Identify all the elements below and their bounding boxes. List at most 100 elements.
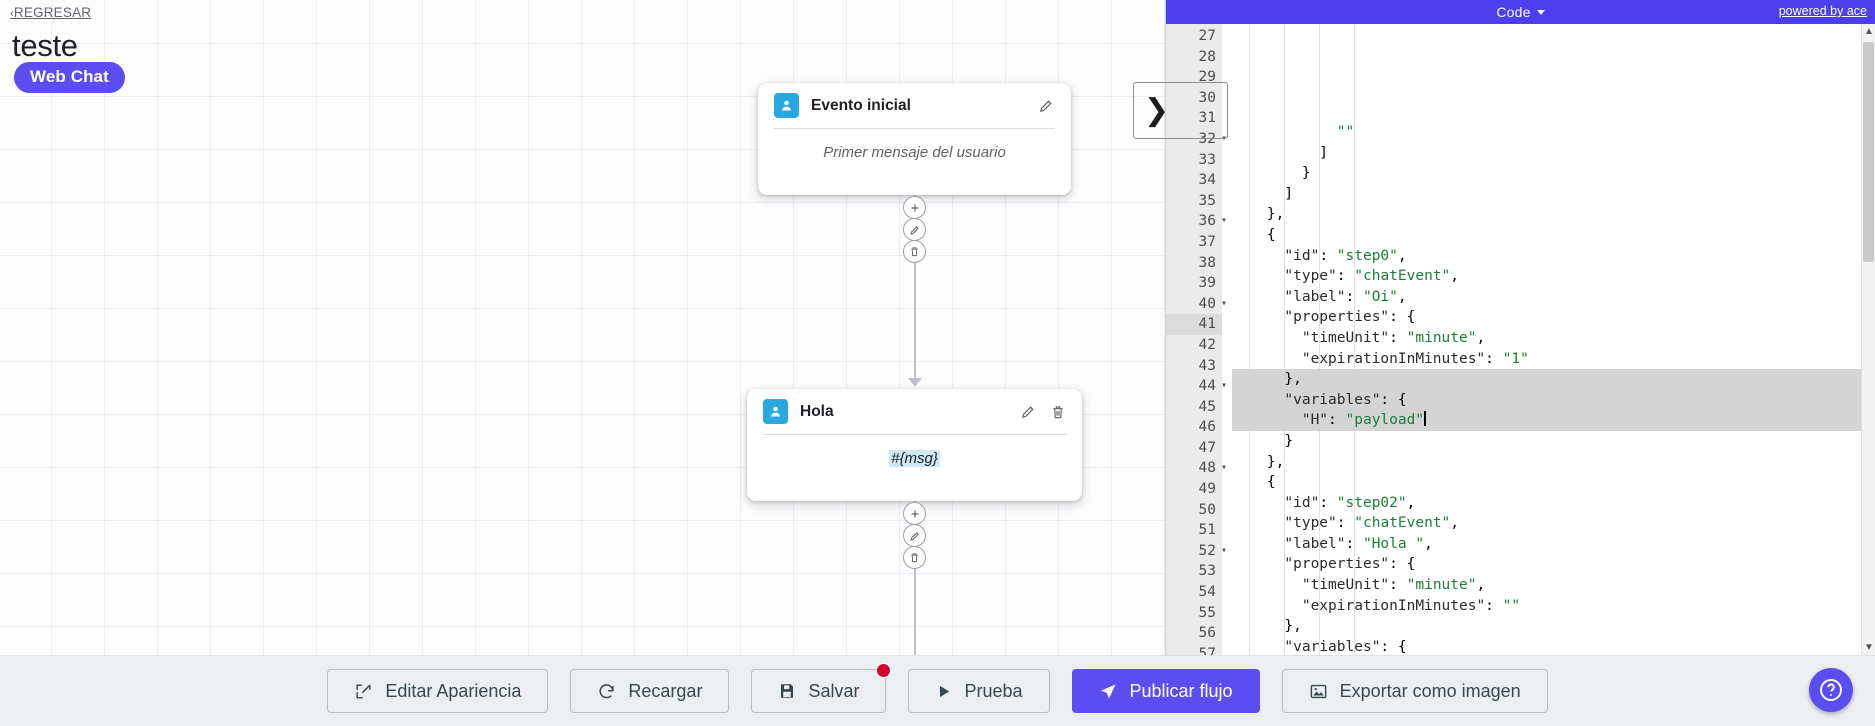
- line-number: 46: [1198, 419, 1216, 436]
- line-number: 38: [1198, 254, 1216, 271]
- node-hub-1: [903, 196, 926, 263]
- add-node-icon[interactable]: [903, 196, 926, 219]
- line-number: 29: [1198, 69, 1216, 86]
- trash-icon[interactable]: [1050, 404, 1066, 420]
- play-icon: [935, 683, 952, 700]
- fold-arrow-icon[interactable]: ▾: [1220, 462, 1228, 474]
- powered-by-ace-link[interactable]: powered by ace: [1778, 4, 1867, 18]
- scrollbar-thumb[interactable]: [1863, 42, 1874, 262]
- flow-node-hola[interactable]: Hola #{msg}: [747, 389, 1082, 501]
- line-number: 56: [1198, 625, 1216, 642]
- publicar-flujo-button[interactable]: Publicar flujo: [1071, 669, 1260, 713]
- line-number: 53: [1198, 563, 1216, 580]
- flow-canvas[interactable]: ‹REGRESAR teste Web Chat Evento inicial: [0, 0, 1165, 655]
- add-node-icon[interactable]: [903, 502, 926, 525]
- edit-node-icon[interactable]: [903, 524, 926, 547]
- node-title: Hola: [800, 402, 834, 420]
- line-number: 48▾: [1166, 458, 1227, 479]
- code-line[interactable]: "label": "Oi",: [1284, 288, 1407, 305]
- node-actions: [1020, 403, 1066, 420]
- line-number: 50: [1198, 501, 1216, 518]
- node-body: #{msg}: [763, 435, 1066, 481]
- fold-toggle-button[interactable]: ❯: [1133, 82, 1228, 139]
- back-link[interactable]: ‹REGRESAR: [10, 5, 91, 20]
- code-line[interactable]: "timeUnit": "minute",: [1301, 577, 1486, 594]
- variable-token: #{msg}: [889, 449, 940, 467]
- code-line[interactable]: "label": "Hola ",: [1284, 535, 1433, 552]
- channel-badge: Web Chat: [14, 62, 125, 93]
- edit-node-icon[interactable]: [903, 218, 926, 241]
- fold-arrow-icon[interactable]: ▾: [1220, 297, 1228, 309]
- code-line[interactable]: "": [1336, 124, 1355, 140]
- line-number: 34: [1198, 172, 1216, 189]
- code-line[interactable]: "properties": {: [1284, 309, 1416, 326]
- editor-titlebar: Code powered by ace: [1166, 0, 1875, 24]
- code-line[interactable]: "id": "step02",: [1284, 494, 1416, 511]
- code-line[interactable]: },: [1232, 618, 1302, 635]
- code-line[interactable]: "H": "payload": [1232, 410, 1875, 431]
- line-number: 40▾: [1166, 294, 1227, 315]
- fold-arrow-icon[interactable]: ▾: [1220, 544, 1228, 556]
- unsaved-changes-badge: [876, 663, 892, 678]
- code-line[interactable]: "expirationInMinutes": "": [1301, 597, 1521, 614]
- delete-node-icon[interactable]: [903, 240, 926, 263]
- button-label: Recargar: [628, 680, 703, 701]
- code-line[interactable]: "type": "chatEvent",: [1284, 268, 1460, 285]
- editor-title-label: Code: [1496, 4, 1531, 20]
- user-icon: [763, 399, 788, 424]
- code-line[interactable]: "properties": {: [1284, 556, 1416, 573]
- fold-arrow-icon[interactable]: ▾: [1220, 380, 1228, 392]
- button-label: Publicar flujo: [1129, 680, 1233, 701]
- chevron-right-icon: ❯: [1144, 92, 1170, 128]
- pencil-icon[interactable]: [1038, 97, 1055, 114]
- help-button[interactable]: [1809, 668, 1853, 712]
- exportar-imagen-button[interactable]: Exportar como imagen: [1281, 669, 1548, 713]
- code-text-area[interactable]: "" ] } ] }, { "id": "step0", "type": "ch…: [1222, 24, 1875, 655]
- image-icon: [1309, 682, 1328, 701]
- code-line[interactable]: },: [1232, 369, 1875, 390]
- code-line[interactable]: "id": "step0",: [1284, 247, 1407, 264]
- code-line[interactable]: ]: [1232, 144, 1329, 161]
- code-line[interactable]: ]: [1232, 185, 1294, 202]
- flow-node-evento-inicial[interactable]: Evento inicial Primer mensaje del usuari…: [758, 83, 1071, 195]
- page-title: teste: [12, 28, 78, 63]
- prueba-button[interactable]: Prueba: [908, 669, 1050, 713]
- recargar-button[interactable]: Recargar: [570, 669, 730, 713]
- code-line[interactable]: "expirationInMinutes": "1": [1301, 350, 1529, 367]
- salvar-button[interactable]: Salvar: [751, 663, 892, 713]
- code-line[interactable]: "variables": {: [1284, 638, 1407, 655]
- line-number: 31: [1198, 110, 1216, 127]
- code-line[interactable]: }: [1232, 432, 1294, 449]
- text-cursor: [1424, 411, 1426, 427]
- code-line[interactable]: },: [1232, 206, 1285, 223]
- line-number: 57: [1198, 645, 1216, 655]
- line-number: 42: [1198, 336, 1216, 353]
- user-icon: [774, 93, 799, 118]
- button-label: Prueba: [964, 680, 1023, 701]
- editor-title-dropdown[interactable]: Code: [1496, 4, 1545, 20]
- pencil-icon[interactable]: [1020, 403, 1037, 420]
- back-chevron-icon: ‹: [10, 8, 14, 20]
- scroll-down-icon[interactable]: ▼: [1864, 642, 1874, 653]
- code-line[interactable]: "type": "chatEvent",: [1284, 515, 1460, 532]
- line-number: 45: [1198, 398, 1216, 415]
- back-link-label: REGRESAR: [13, 5, 92, 20]
- node-hub-2: [903, 502, 926, 569]
- editar-apariencia-button[interactable]: Editar Apariencia: [327, 669, 549, 713]
- editor-vertical-scrollbar[interactable]: ▲ ▼: [1861, 24, 1875, 655]
- delete-node-icon[interactable]: [903, 546, 926, 569]
- save-icon: [778, 682, 796, 700]
- fold-arrow-icon[interactable]: ▾: [1220, 215, 1228, 227]
- line-number: 41: [1166, 314, 1222, 335]
- node-header: Hola: [763, 389, 1066, 435]
- code-line[interactable]: }: [1232, 165, 1311, 182]
- connector-line-1: [914, 195, 916, 385]
- scroll-up-icon[interactable]: ▲: [1864, 26, 1874, 37]
- code-line[interactable]: {: [1232, 474, 1276, 491]
- code-line[interactable]: "timeUnit": "minute",: [1301, 329, 1486, 346]
- code-line[interactable]: "variables": {: [1232, 389, 1875, 411]
- code-line[interactable]: },: [1232, 453, 1285, 470]
- code-line[interactable]: {: [1232, 226, 1276, 243]
